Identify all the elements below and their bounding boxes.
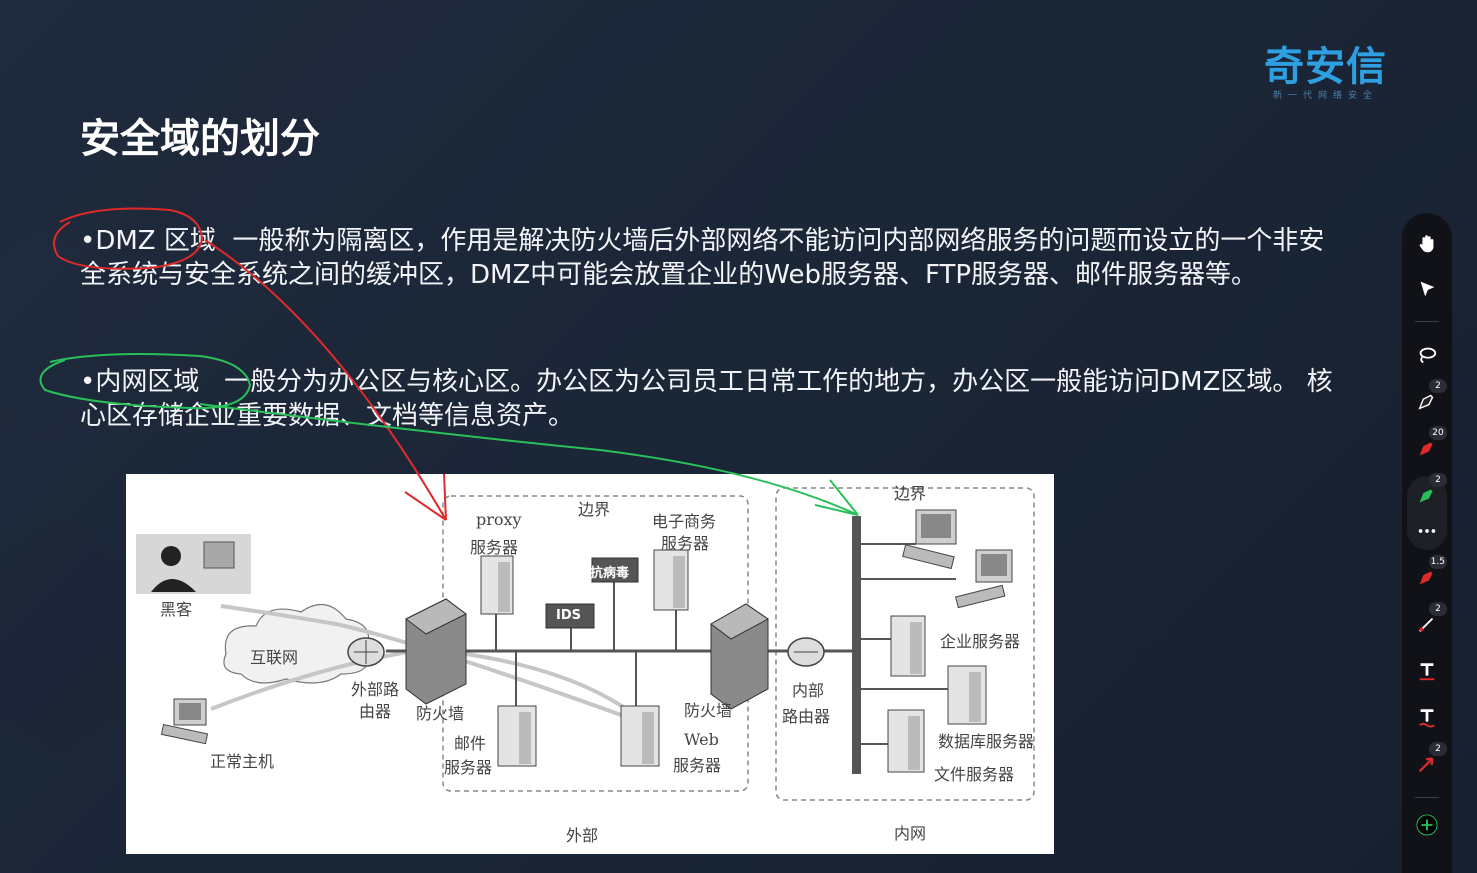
label-border-1: 边界 [578,500,611,519]
add-icon[interactable] [1411,809,1443,841]
label-firewall-2: 防火墙 [684,701,733,720]
label-internal-router-1: 内部 [792,681,825,700]
label-mail-server: 服务器 [444,758,493,777]
label-ecommerce-server: 服务器 [661,534,710,553]
pen-icon[interactable]: 2 [1411,379,1447,417]
label-border-2: 边界 [894,484,927,503]
active-tool-group [1407,476,1447,550]
label-firewall-1: 防火墙 [416,704,465,723]
label-ids: IDS [556,608,581,623]
laser-icon[interactable]: 1.5 [1411,555,1447,593]
label-normal-host: 正常主机 [210,752,275,771]
hand-icon[interactable] [1411,228,1443,260]
label-proxy-server: 服务器 [470,538,519,557]
highlighter-red-icon[interactable]: 20 [1411,426,1447,464]
toolbar-divider-2 [1415,797,1439,798]
label-internal-router-2: 路由器 [782,707,831,726]
arrow-badge: 2 [1429,742,1447,756]
line-badge: 2 [1429,602,1447,616]
laser-badge: 1.5 [1428,555,1447,569]
label-external-router: 外部路由器 [350,680,399,721]
label-ecommerce: 电子商务 [652,512,717,531]
slide-title: 安全域的划分 [80,116,320,162]
label-external: 外部 [566,826,599,845]
company-logo: 奇安信 新一代网络安全 [1258,44,1393,108]
label-internet: 互联网 [250,648,299,667]
label-mail: 邮件 [454,734,487,753]
label-intranet: 内网 [894,824,927,843]
label-web: Web [684,730,719,749]
paragraph-intranet: •内网区域 一般分为办公区与核心区。办公区为公司员工日常工作的地方，办公区一般能… [80,365,1335,433]
text-icon[interactable] [1411,655,1443,687]
label-enterprise-server: 企业服务器 [940,632,1021,651]
label-proxy: proxy [476,510,522,529]
pen-badge: 2 [1429,379,1447,393]
text-intranet: 一般分为办公区与核心区。办公区为公司员工日常工作的地方，办公区一般能访问DMZ区… [80,367,1333,431]
label-web-server: 服务器 [673,756,722,775]
paragraph-dmz: •DMZ 区域 一般称为隔离区，作用是解决防火墙后外部网络不能访问内部网络服务的… [80,224,1335,292]
term-dmz: •DMZ 区域 [80,226,216,256]
network-diagram: 黑客 互联网 正常主机 外部路由器 防火墙 proxy 服务器 边界 电子商务 … [126,474,1054,854]
logo-name: 奇安信 [1264,44,1387,90]
pointer-icon[interactable] [1411,273,1443,305]
toolbar-divider [1415,321,1439,322]
highlighter-badge: 20 [1429,426,1447,440]
line-icon[interactable]: 2 [1411,602,1447,640]
arrow-icon[interactable]: 2 [1411,742,1447,780]
more-icon[interactable] [1411,515,1443,547]
lasso-icon[interactable] [1411,339,1443,371]
label-hacker: 黑客 [160,600,193,619]
term-intranet: •内网区域 [80,367,200,397]
text-wave-icon[interactable] [1411,701,1443,733]
label-db-server: 数据库服务器 [938,732,1035,751]
label-antivirus: 抗病毒 [590,566,630,581]
logo-tagline: 新一代网络安全 [1272,91,1378,101]
pen-green-badge: 2 [1429,473,1447,487]
label-file-server: 文件服务器 [934,765,1015,784]
text-dmz: 一般称为隔离区，作用是解决防火墙后外部网络不能访问内部网络服务的问题而设立的一个… [80,226,1325,290]
pen-green-icon[interactable]: 2 [1411,473,1447,511]
annotation-toolbar: 2 20 2 1.5 2 2 [1402,213,1452,873]
